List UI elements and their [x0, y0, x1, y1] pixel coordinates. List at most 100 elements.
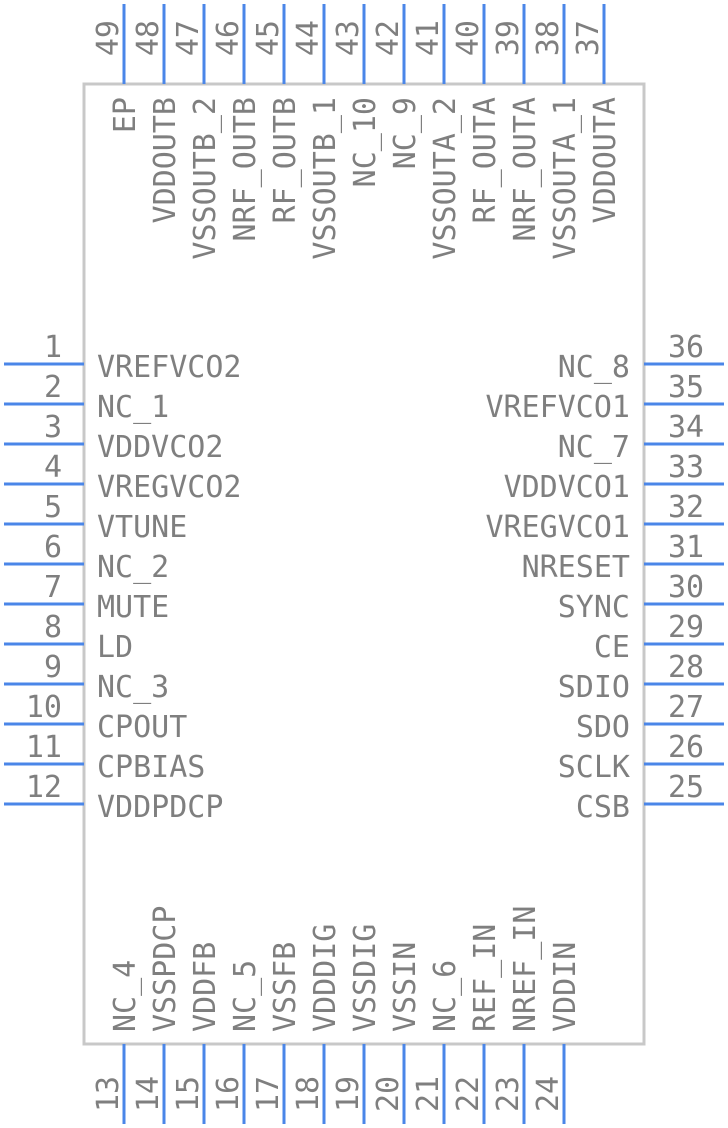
pin-11-number: 11: [26, 730, 62, 765]
pin-label-vsspdcp: VSSPDCP: [148, 906, 183, 1032]
pin-46-number: 46: [211, 20, 246, 56]
pin-9-number: 9: [44, 650, 62, 685]
pin-21-number: 21: [411, 1076, 446, 1112]
pin-label-rf-outa: RF_OUTA: [468, 97, 503, 223]
pin-10-number: 10: [26, 690, 62, 725]
pin-label-vtune: VTUNE: [97, 510, 187, 545]
pin-label-vssoutb-1: VSSOUTB_1: [308, 97, 343, 260]
pin-30-number: 30: [668, 570, 704, 605]
pin-12-number: 12: [26, 770, 62, 805]
pin-14-number: 14: [131, 1076, 166, 1112]
pin-label-ce: CE: [594, 630, 630, 665]
pin-1-number: 1: [44, 330, 62, 365]
pin-3-number: 3: [44, 410, 62, 445]
pin-42-number: 42: [371, 20, 406, 56]
pin-label-vddoutb: VDDOUTB: [148, 97, 183, 223]
pin-28-number: 28: [668, 650, 704, 685]
pin-label-nc-4: NC_4: [108, 960, 143, 1032]
pin-label-vddvco1: VDDVCO1: [504, 470, 630, 505]
pin-label-nref-in: NREF_IN: [508, 906, 543, 1032]
pin-35-number: 35: [668, 370, 704, 405]
pin-label-vssouta-1: VSSOUTA_1: [548, 97, 583, 260]
pin-34-number: 34: [668, 410, 704, 445]
pin-label-nc-1: NC_1: [97, 390, 169, 425]
pin-label-vregvco1: VREGVCO1: [486, 510, 631, 545]
pin-label-ref-in: REF_IN: [468, 924, 503, 1032]
pin-label-vssdig: VSSDIG: [348, 924, 383, 1032]
pin-label-cpout: CPOUT: [97, 710, 187, 745]
pin-label-nc-2: NC_2: [97, 550, 169, 585]
pin-label-nrf-outa: NRF_OUTA: [508, 97, 543, 242]
pin-19-number: 19: [331, 1076, 366, 1112]
pin-38-number: 38: [531, 20, 566, 56]
pin-44-number: 44: [291, 20, 326, 56]
pin-31-number: 31: [668, 530, 704, 565]
pin-32-number: 32: [668, 490, 704, 525]
pin-23-number: 23: [491, 1076, 526, 1112]
pin-label-nc-5: NC_5: [228, 960, 263, 1032]
pin-label-nc-8: NC_8: [558, 350, 630, 385]
pin-label-nc-7: NC_7: [558, 430, 630, 465]
pin-13-number: 13: [91, 1076, 126, 1112]
pin-2-number: 2: [44, 370, 62, 405]
pin-label-nc-10: NC_10: [348, 97, 383, 187]
pin-8-number: 8: [44, 610, 62, 645]
pin-label-ep: EP: [108, 97, 143, 133]
pin-label-nc-9: NC_9: [388, 97, 423, 169]
pin-label-ld: LD: [97, 630, 133, 665]
pin-48-number: 48: [131, 20, 166, 56]
pin-label-vrefvco2: VREFVCO2: [97, 350, 242, 385]
pin-label-vssouta-2: VSSOUTA_2: [428, 97, 463, 260]
pin-24-number: 24: [531, 1076, 566, 1112]
pin-29-number: 29: [668, 610, 704, 645]
pin-label-vssin: VSSIN: [388, 942, 423, 1032]
bottom-pin-group: 13 NC_4 14 VSSPDCP 15 VDDFB 16 NC_5 17 VSSFB 18 VDD…: [91, 906, 583, 1124]
pin-label-nreset: NRESET: [522, 550, 630, 585]
pin-40-number: 40: [451, 20, 486, 56]
pin-label-sdio: SDIO: [558, 670, 630, 705]
pin-26-number: 26: [668, 730, 704, 765]
pin-label-sclk: SCLK: [558, 750, 630, 785]
pin-label-vssoutb-2: VSSOUTB_2: [188, 97, 223, 260]
pin-6-number: 6: [44, 530, 62, 565]
pin-25-number: 25: [668, 770, 704, 805]
pin-label-sync: SYNC: [558, 590, 630, 625]
pin-label-vrefvco1: VREFVCO1: [486, 390, 631, 425]
pin-33-number: 33: [668, 450, 704, 485]
pin-36-number: 36: [668, 330, 704, 365]
pin-22-number: 22: [451, 1076, 486, 1112]
pin-43-number: 43: [331, 20, 366, 56]
pin-label-nrf-outb: NRF_OUTB: [228, 97, 263, 242]
pin-15-number: 15: [171, 1076, 206, 1112]
pin-27-number: 27: [668, 690, 704, 725]
pin-label-sdo: SDO: [576, 710, 630, 745]
pin-label-vddpdcp: VDDPDCP: [97, 790, 223, 825]
pin-label-vregvco2: VREGVCO2: [97, 470, 242, 505]
pin-label-cpbias: CPBIAS: [97, 750, 205, 785]
pin-label-nc-3: NC_3: [97, 670, 169, 705]
pin-label-vddin: VDDIN: [548, 942, 583, 1032]
pin-4-number: 4: [44, 450, 62, 485]
pin-7-number: 7: [44, 570, 62, 605]
pin-18-number: 18: [291, 1076, 326, 1112]
pin-label-vdddig: VDDDIG: [308, 924, 343, 1032]
pin-49-number: 49: [91, 20, 126, 56]
pin-label-csb: CSB: [576, 790, 630, 825]
pin-45-number: 45: [251, 20, 286, 56]
pin-16-number: 16: [211, 1076, 246, 1112]
pin-47-number: 47: [171, 20, 206, 56]
pin-label-vddouta: VDDOUTA: [588, 97, 623, 223]
pin-label-mute: MUTE: [97, 590, 169, 625]
pin-label-vssfb: VSSFB: [268, 942, 303, 1032]
pin-label-nc-6: NC_6: [428, 960, 463, 1032]
pin-5-number: 5: [44, 490, 62, 525]
pin-label-vddfb: VDDFB: [188, 942, 223, 1032]
pin-39-number: 39: [491, 20, 526, 56]
pin-label-vddvco2: VDDVCO2: [97, 430, 223, 465]
pin-37-number: 37: [571, 20, 606, 56]
pin-17-number: 17: [251, 1076, 286, 1112]
